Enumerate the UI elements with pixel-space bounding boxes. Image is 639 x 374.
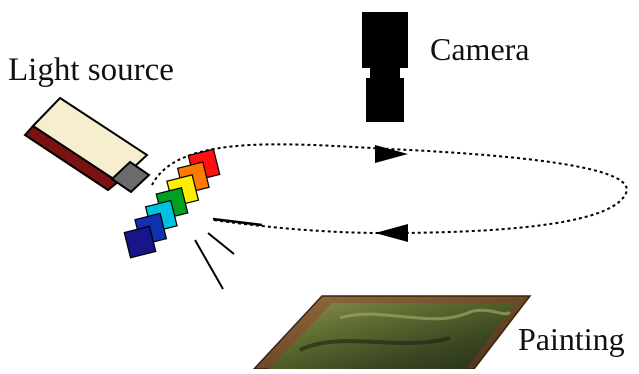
camera-label: Camera: [430, 31, 530, 67]
painting-icon: [252, 295, 532, 370]
painting-label: Painting: [518, 321, 625, 357]
color-filter: [123, 225, 157, 259]
orbit-arrow-right: [375, 145, 408, 163]
orbit-ellipse: [151, 143, 628, 235]
camera-neck: [370, 66, 400, 78]
orbit-path: [151, 143, 628, 242]
light-base: [23, 124, 120, 192]
light-ray-1: [207, 232, 235, 255]
painting-canvas: [268, 303, 516, 369]
painting-highlight: [339, 308, 512, 321]
light-rays-icon: [194, 232, 235, 290]
camera-body: [362, 12, 408, 68]
color-filter-stack: [123, 148, 221, 259]
camera-icon: [362, 12, 408, 122]
light-source-icon: [23, 96, 151, 194]
orbit-tail-line: [212, 217, 263, 227]
light-ray-2: [194, 239, 224, 290]
light-lens: [110, 160, 151, 194]
light-source-label: Light source: [8, 52, 174, 88]
orbit-arrow-left: [375, 224, 408, 242]
camera-lens: [366, 78, 404, 122]
painting-shadow: [299, 336, 451, 352]
